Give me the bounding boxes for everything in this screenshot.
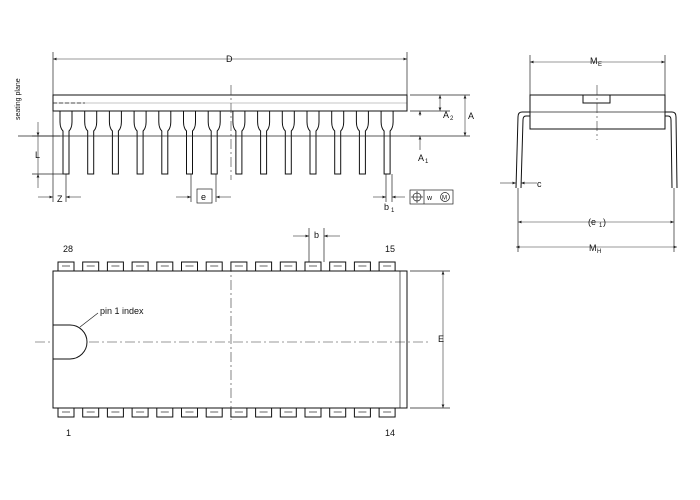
dimension-b1-subscript: 1: [391, 208, 395, 214]
dimension-e-label: e: [201, 192, 206, 202]
top-lead: [181, 407, 198, 418]
mmc-symbol-icon: [440, 192, 450, 202]
dimension-A2-label: A: [443, 110, 449, 120]
side-leads: [59, 111, 394, 175]
side-lead: [84, 111, 98, 175]
tolerance-m-label: M: [442, 196, 447, 202]
dimension-E-label: E: [438, 334, 444, 344]
top-lead: [329, 261, 347, 272]
dimension-e1-open: (e: [588, 217, 596, 227]
dimension-D-label: D: [226, 54, 233, 64]
top-lead: [131, 407, 149, 418]
top-lead: [304, 407, 322, 418]
side-lead: [133, 111, 147, 175]
top-lead: [57, 261, 75, 272]
top-lead: [57, 407, 75, 418]
dimension-b-label: b: [314, 230, 319, 240]
seating-plane-label: seating plane: [15, 78, 22, 120]
top-lead: [353, 261, 371, 272]
top-lead: [230, 407, 248, 418]
side-lead: [257, 111, 271, 175]
dimension-Z-label: Z: [57, 194, 63, 204]
side-lead: [207, 111, 221, 175]
dimension-ME-label: M: [590, 56, 598, 66]
side-lead: [380, 111, 394, 175]
dimension-MH-label: M: [589, 243, 597, 253]
top-lead: [156, 407, 174, 418]
end-lead-left-inner: [520, 115, 530, 189]
side-lead: [59, 111, 73, 175]
side-view: D seating plane A 2 A A 1 L: [15, 52, 474, 214]
dimension-MH-subscript: H: [597, 249, 601, 255]
pin-15-label: 15: [385, 244, 395, 254]
end-lead-right: [665, 111, 678, 189]
top-lead: [279, 407, 297, 418]
side-lead: [331, 111, 345, 175]
dimension-e-box: [196, 188, 213, 204]
dimension-A1-subscript: 1: [425, 159, 429, 165]
end-lead-right-inner: [665, 115, 673, 189]
pin1-index-label: pin 1 index: [100, 306, 144, 316]
dimension-e1-close: ): [603, 217, 606, 227]
side-lead: [306, 111, 320, 175]
dimension-b1-label: b: [384, 202, 389, 212]
dimension-ME-subscript: E: [598, 62, 602, 68]
top-lead: [255, 407, 273, 418]
top-lead: [353, 407, 371, 418]
top-lead: [82, 261, 100, 272]
orientation-notch: [582, 94, 611, 104]
top-lead: [106, 261, 124, 272]
pin1-index-notch: [52, 324, 88, 360]
top-lead: [205, 261, 223, 272]
top-lead: [106, 407, 124, 418]
end-lead-left: [515, 111, 530, 189]
top-lead: [378, 407, 396, 418]
top-lead: [82, 407, 100, 418]
dimension-e1-subscript: 1: [599, 223, 603, 229]
position-tolerance-frame: w M: [409, 189, 454, 205]
pin1-index-leader: [79, 312, 99, 328]
side-lead: [158, 111, 172, 175]
top-lead: [230, 261, 248, 272]
end-view: M E c (e 1 ) M H: [500, 55, 678, 255]
side-lead: [232, 111, 246, 175]
dimension-L-label: L: [35, 150, 40, 160]
dimension-A1-label: A: [418, 153, 424, 163]
top-lead: [378, 261, 396, 272]
tolerance-w-label: w: [426, 195, 433, 202]
top-lead: [255, 261, 273, 272]
top-lead: [181, 261, 198, 272]
top-lead: [205, 407, 223, 418]
dimension-A-label: A: [468, 111, 474, 121]
side-lead: [108, 111, 122, 175]
package-body-top: [52, 270, 408, 409]
pin-1-label: 1: [66, 428, 71, 438]
top-lead: [131, 261, 149, 272]
pin-28-label: 28: [63, 244, 73, 254]
dimension-c-label: c: [537, 179, 542, 189]
side-lead: [355, 111, 369, 175]
pin-14-label: 14: [385, 428, 395, 438]
top-view: b 28 15 pin 1 index E 1 14: [35, 228, 450, 438]
side-lead: [281, 111, 295, 175]
top-lead: [304, 261, 322, 272]
top-lead: [279, 261, 297, 272]
top-lead: [329, 407, 347, 418]
side-lead: [183, 111, 196, 175]
dimension-A2-subscript: 2: [450, 116, 454, 122]
top-lead: [156, 261, 174, 272]
